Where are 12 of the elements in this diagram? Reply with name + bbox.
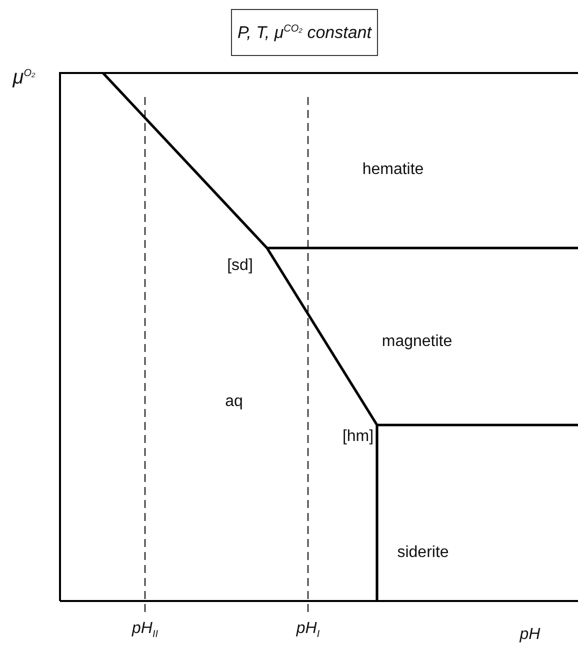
phase-label: siderite	[397, 544, 449, 562]
condition-text: P, T, μ$^{CO₂}$ constant	[237, 22, 372, 42]
condition-box	[231, 9, 378, 56]
phase-label: hematite	[362, 161, 424, 179]
phase-label: [hm]	[342, 428, 374, 446]
y-axis-label: μ$^{O₂}$	[12, 66, 36, 90]
x-tick-label: pH$_{I}$	[296, 620, 320, 640]
phase-label: [sd]	[227, 257, 253, 275]
phase-label: magnetite	[382, 333, 452, 351]
x-tick-label: pH$_{II}$	[132, 620, 158, 640]
x-axis-label: pH	[520, 626, 540, 644]
phase-label: aq	[225, 393, 243, 411]
